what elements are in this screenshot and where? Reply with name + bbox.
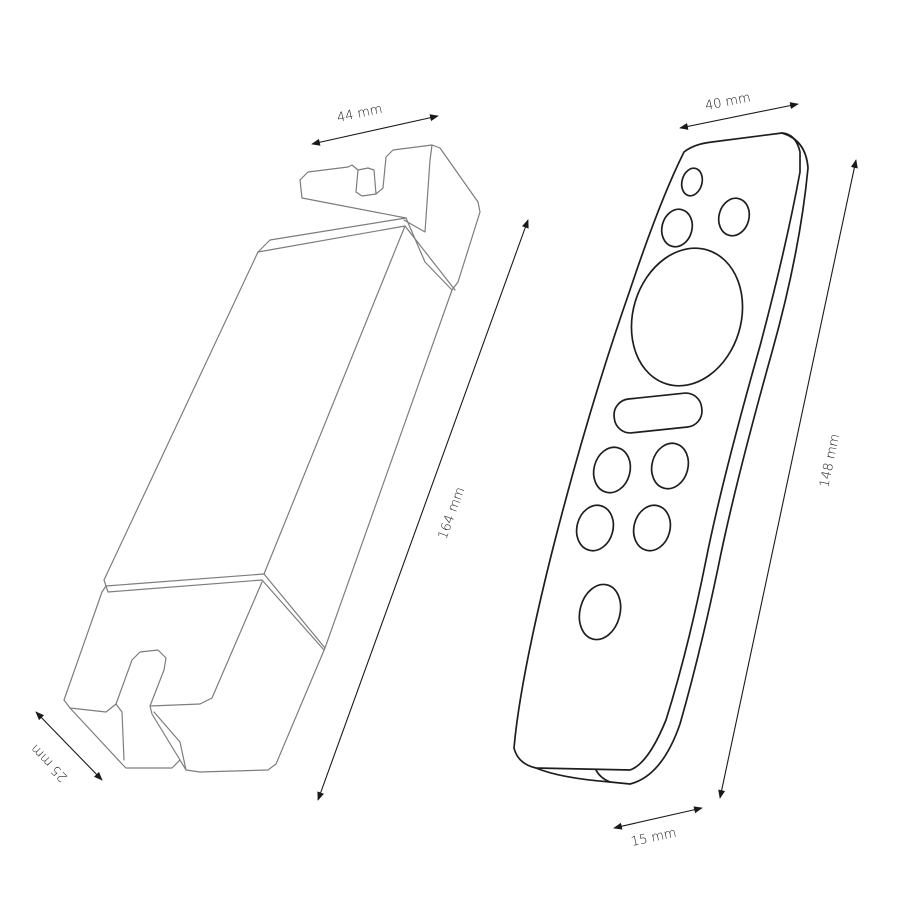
remote-drawing xyxy=(513,132,809,785)
led-driver-drawing xyxy=(63,144,481,773)
remote-power-button[interactable] xyxy=(679,166,706,198)
driver-length-label: 164 mm xyxy=(436,485,469,541)
driver-top-side-edge xyxy=(403,144,433,233)
remote-mid-left-button[interactable] xyxy=(589,443,636,497)
remote-width-label: 40 mm xyxy=(704,90,752,114)
remote-depth-label: 15 mm xyxy=(630,826,678,850)
driver-top-cap xyxy=(299,144,481,291)
remote-side-face xyxy=(595,132,809,785)
remote-top-right-button[interactable] xyxy=(715,195,754,239)
remote-lower-left-button[interactable] xyxy=(572,501,619,555)
dimension-lines xyxy=(35,102,858,830)
remote-length-arrow xyxy=(718,159,858,799)
remote-bottom-edge xyxy=(535,767,611,783)
remote-bottom-button[interactable] xyxy=(573,580,626,644)
driver-top-notch-inner xyxy=(357,167,377,195)
remote-mid-right-button[interactable] xyxy=(647,439,694,493)
driver-bottom-notch-front xyxy=(115,703,125,761)
driver-height-label: 25 mm xyxy=(28,741,71,785)
driver-width-label: 44 mm xyxy=(336,102,384,126)
driver-body-top-edge xyxy=(257,225,456,291)
remote-dpad-button[interactable] xyxy=(615,234,759,399)
driver-bottom-cap-lower-edge xyxy=(69,707,181,769)
remote-width-arrow xyxy=(679,102,799,130)
remote-lower-right-button[interactable] xyxy=(629,501,676,555)
driver-height-arrow xyxy=(35,711,103,781)
driver-body xyxy=(103,217,453,649)
driver-bottom-cap-right xyxy=(149,581,263,707)
driver-bottom-cap-top xyxy=(105,579,325,651)
driver-bottom-cap-right-lower xyxy=(153,711,187,771)
remote-center-bar-button[interactable] xyxy=(612,391,703,434)
driver-width-arrow xyxy=(311,114,439,146)
driver-top-front-edge xyxy=(299,179,407,219)
driver-length-arrow xyxy=(317,219,529,801)
remote-depth-arrow xyxy=(613,806,703,830)
driver-body-front-vertical xyxy=(263,225,406,575)
remote-length-label: 148 mm xyxy=(817,433,843,489)
remote-top-left-button[interactable] xyxy=(658,206,697,250)
